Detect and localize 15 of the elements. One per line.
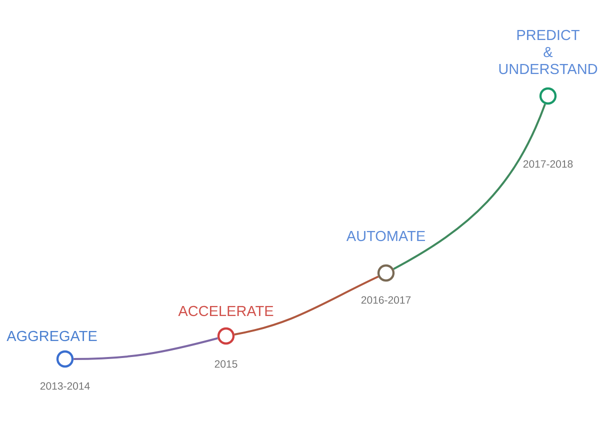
milestone-circle <box>377 264 395 282</box>
timeline-curve <box>393 104 546 270</box>
milestone-circle <box>217 327 235 345</box>
timeline-curve <box>74 337 218 360</box>
milestone-title: PREDICT & UNDERSTAND <box>499 30 598 74</box>
milestone-circle <box>539 87 557 105</box>
year-label: 2016-2017 <box>361 296 411 304</box>
year-label: 2015 <box>214 360 238 368</box>
timeline-curve <box>234 276 379 336</box>
milestone-title: AGGREGATE <box>6 330 97 342</box>
milestone-circle <box>56 350 74 368</box>
year-label: 2017-2018 <box>523 160 573 168</box>
milestone-title: AUTOMATE <box>346 230 425 242</box>
milestone-title: ACCELERATE <box>178 306 274 316</box>
year-label: 2013-2014 <box>40 382 90 390</box>
